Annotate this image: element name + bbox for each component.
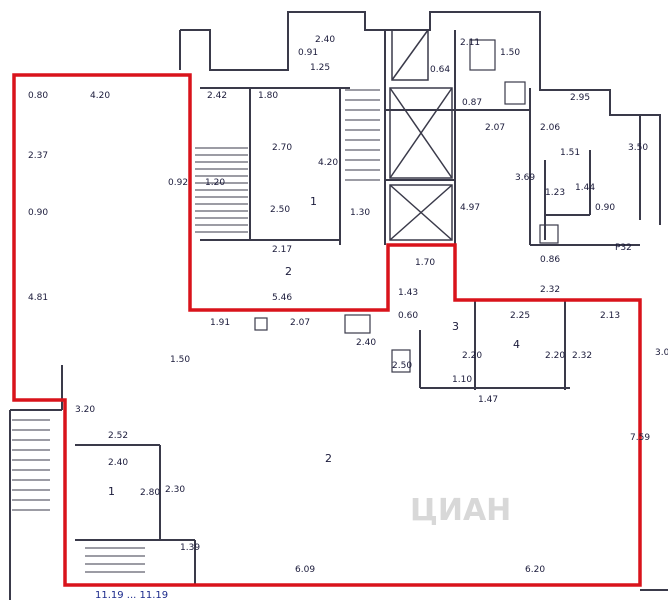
- dim-label: 3.05: [655, 348, 668, 358]
- dim-label: 0.80: [28, 91, 48, 101]
- dim-label: 2.80: [140, 488, 160, 498]
- room-number: 2: [325, 452, 332, 465]
- dim-label: 1.70: [415, 258, 435, 268]
- dim-label: 1.44: [575, 183, 595, 193]
- room-number: 1: [108, 485, 115, 498]
- dim-label: 6.20: [525, 565, 545, 575]
- dim-label: 2.07: [485, 123, 505, 133]
- dim-label: 1.30: [350, 208, 370, 218]
- dim-label: 4.20: [90, 91, 110, 101]
- dim-label: 2.50: [392, 361, 412, 371]
- dim-label: 2.37: [28, 151, 48, 161]
- dim-label: 4.20: [318, 158, 338, 168]
- dim-label: 0.91: [298, 48, 318, 58]
- dim-label: 2.40: [356, 338, 376, 348]
- elevator-shafts: [389, 29, 453, 241]
- dim-label: 3.20: [75, 405, 95, 415]
- dim-label: 2.25: [510, 311, 530, 321]
- dim-label: 1.43: [398, 288, 418, 298]
- room-number: 4: [513, 338, 520, 351]
- dim-label: 2.40: [108, 458, 128, 468]
- dim-label: 2.70: [272, 143, 292, 153]
- dim-label: 2.32: [540, 285, 560, 295]
- dim-label: 2.20: [545, 351, 565, 361]
- dim-label: 0.90: [28, 208, 48, 218]
- dim-label: 2.50: [270, 205, 290, 215]
- handwritten-annotation: 11.19 ... 11.19: [95, 590, 168, 601]
- dim-label: 0.60: [398, 311, 418, 321]
- stair-bottom-left: [12, 419, 50, 511]
- dim-label: 0.64: [430, 65, 450, 75]
- dim-label: 2.11: [460, 38, 480, 48]
- dim-label: 1.39: [180, 543, 200, 553]
- stair-left: [195, 147, 248, 233]
- dim-label: 2.40: [315, 35, 335, 45]
- stair-bottom: [85, 547, 145, 573]
- dim-label: 1.50: [170, 355, 190, 365]
- dim-label: 2.95: [570, 93, 590, 103]
- dim-label: 0.92: [168, 178, 188, 188]
- room-number: 1: [310, 195, 317, 208]
- dim-label: 2.13: [600, 311, 620, 321]
- dim-label: 2.06: [540, 123, 560, 133]
- dim-label: 1.10: [452, 375, 472, 385]
- dim-label: 2.17: [272, 245, 292, 255]
- dim-label: 1.50: [500, 48, 520, 58]
- watermark-text: ЦИАН: [410, 493, 511, 528]
- dim-label: 2.42: [207, 91, 227, 101]
- dim-label: 1.80: [258, 91, 278, 101]
- stair-center: [345, 89, 380, 181]
- dim-label: 4.97: [460, 203, 480, 213]
- dim-label: 5.46: [272, 293, 292, 303]
- dim-label: 6.09: [295, 565, 315, 575]
- dim-label: 2.20: [462, 351, 482, 361]
- dim-label: 1.25: [310, 63, 330, 73]
- dim-label: 2.07: [290, 318, 310, 328]
- dim-label: 4.81: [28, 293, 48, 303]
- dim-label: Р32: [615, 243, 632, 253]
- room-number: 3: [452, 320, 459, 333]
- dim-label: 0.86: [540, 255, 560, 265]
- room-number: 2: [285, 265, 292, 278]
- dim-label: 1.47: [478, 395, 498, 405]
- fixtures: [254, 39, 559, 373]
- premises-outline: [12, 73, 642, 587]
- dim-label: 1.20: [205, 178, 225, 188]
- dimension-labels: 4.20 2.42 1.80 2.40 0.91 1.25 2.70 4.20 …: [28, 35, 668, 575]
- dim-label: 0.87: [462, 98, 482, 108]
- dim-label: 2.52: [108, 431, 128, 441]
- dim-label: 0.90: [595, 203, 615, 213]
- dim-label: 2.32: [572, 351, 592, 361]
- dim-label: 3.50: [628, 143, 648, 153]
- dim-label: 1.51: [560, 148, 580, 158]
- dim-label: 3.69: [515, 173, 535, 183]
- dim-label: 2.30: [165, 485, 185, 495]
- dim-label: 1.23: [545, 188, 565, 198]
- dim-label: 1.91: [210, 318, 230, 328]
- dim-label: 7.59: [630, 433, 650, 443]
